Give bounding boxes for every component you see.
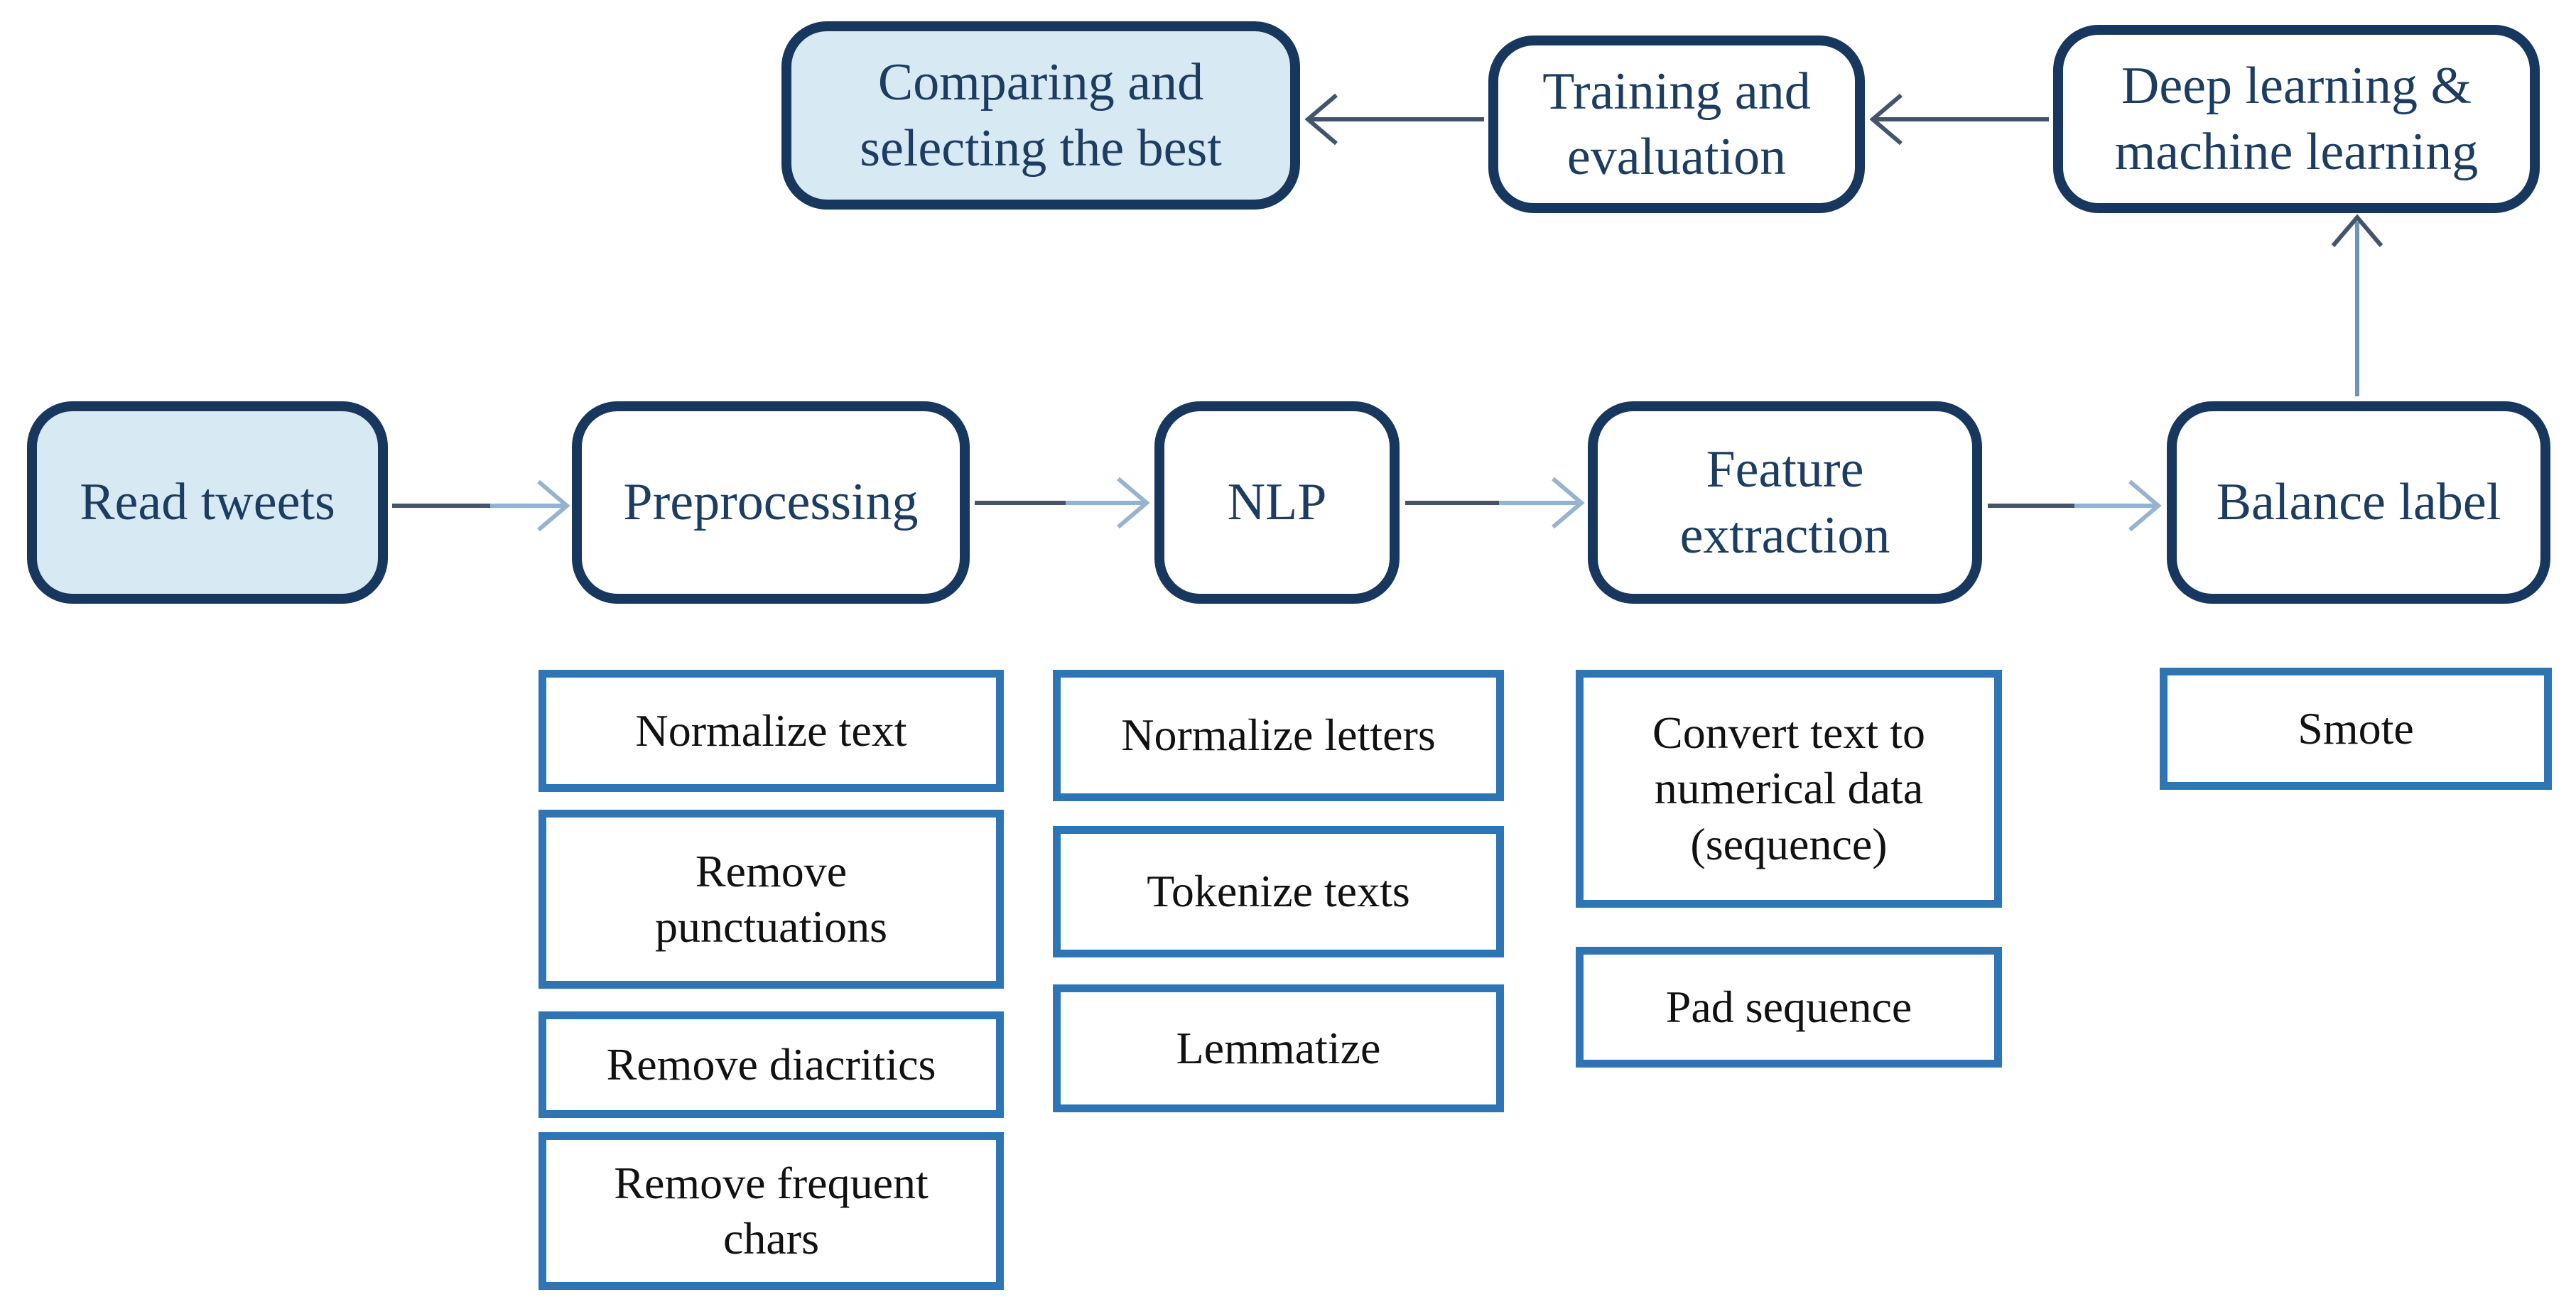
sub-box-remove-diacritics: Remove diacritics bbox=[539, 1011, 1004, 1118]
arrow-deep-learning-to-training-evaluation bbox=[1869, 93, 2049, 146]
flow-box-read-tweets: Read tweets bbox=[27, 401, 388, 604]
arrow-training-evaluation-to-comparing bbox=[1304, 93, 1484, 146]
sub-box-normalize-letters: Normalize letters bbox=[1053, 670, 1504, 801]
sub-box-normalize-text: Normalize text bbox=[539, 670, 1004, 792]
flow-box-comparing-selecting: Comparing and selecting the best bbox=[781, 21, 1300, 210]
arrow-read-tweets-to-preprocessing bbox=[392, 479, 570, 532]
flow-box-training-evaluation: Training and evaluation bbox=[1488, 36, 1865, 213]
sub-box-pad-sequence: Pad sequence bbox=[1576, 947, 2002, 1068]
sub-box-remove-frequent-chars: Remove frequent chars bbox=[539, 1132, 1004, 1290]
arrow-preprocessing-to-nlp bbox=[975, 477, 1150, 529]
arrow-balance-label-to-deep-learning bbox=[2331, 214, 2383, 396]
sub-box-tokenize-texts: Tokenize texts bbox=[1053, 826, 1504, 957]
sub-box-lemmatize: Lemmatize bbox=[1053, 984, 1504, 1112]
flow-box-preprocessing: Preprocessing bbox=[572, 401, 970, 604]
sub-box-smote: Smote bbox=[2160, 668, 2552, 790]
flow-box-feature-extraction: Feature extraction bbox=[1588, 401, 1982, 604]
flow-box-balance-label: Balance label bbox=[2167, 401, 2550, 604]
flow-box-deep-learning: Deep learning & machine learning bbox=[2053, 25, 2540, 213]
sub-box-convert-text-to-numerical: Convert text to numerical data (sequence… bbox=[1576, 670, 2002, 908]
arrow-nlp-to-feature-extraction bbox=[1405, 477, 1585, 529]
flow-box-nlp: NLP bbox=[1154, 401, 1400, 604]
sub-box-remove-punctuations: Remove punctuations bbox=[539, 810, 1004, 989]
arrow-feature-extraction-to-balance-label bbox=[1988, 479, 2162, 532]
